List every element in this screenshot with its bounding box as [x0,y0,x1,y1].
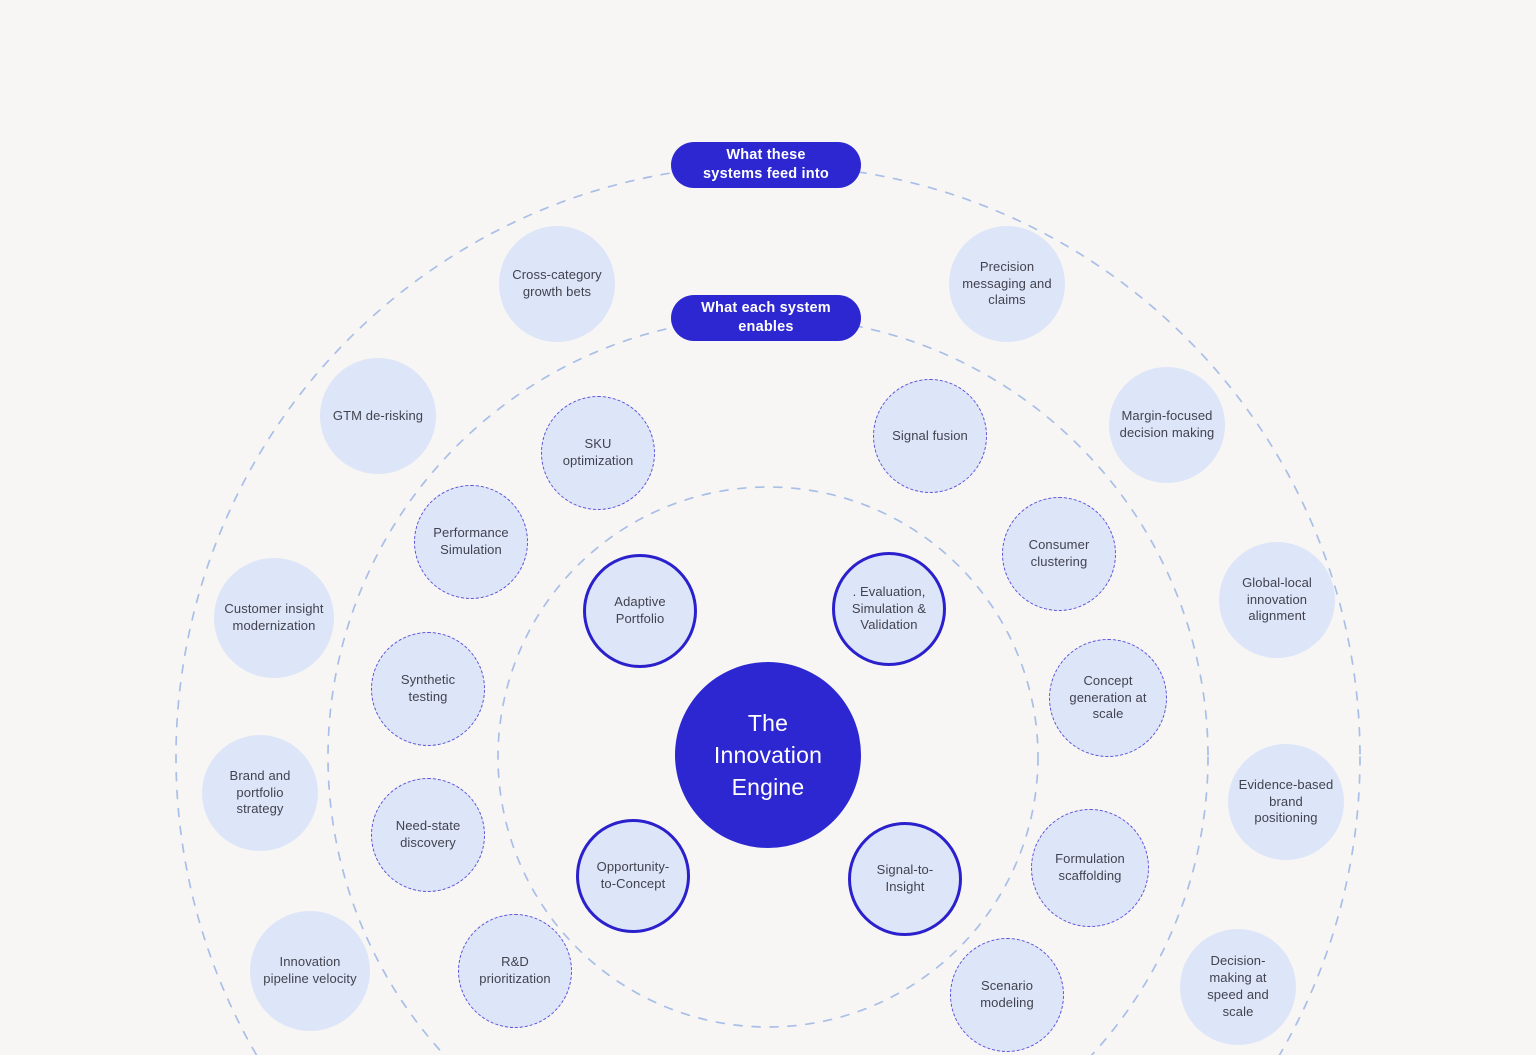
node-gtm-de-risking: GTM de-risking [320,358,436,474]
node-evaluation-simulation-validation: . Evaluation, Simulation & Validation [832,552,946,666]
node-innovation-pipeline-velocity: Innovation pipeline velocity [250,911,370,1031]
node-adaptive-portfolio: Adaptive Portfolio [583,554,697,668]
node-opportunity-to-concept: Opportunity-to-Concept [576,819,690,933]
node-evidence-based-brand-positioning: Evidence-based brand positioning [1228,744,1344,860]
node-need-state-discovery: Need-state discovery [371,778,485,892]
node-margin-focused-decision-making: Margin-focused decision making [1109,367,1225,483]
node-rd-prioritization: R&D prioritization [458,914,572,1028]
inner-dashed-ring [497,486,1039,1028]
node-formulation-scaffolding: Formulation scaffolding [1031,809,1149,927]
node-brand-and-portfolio-strategy: Brand and portfolio strategy [202,735,318,851]
node-performance-simulation: Performance Simulation [414,485,528,599]
node-concept-generation-at-scale: Concept generation at scale [1049,639,1167,757]
node-consumer-clustering: Consumer clustering [1002,497,1116,611]
node-decision-making-at-speed-and-scale: Decision-making at speed and scale [1180,929,1296,1045]
center-node-innovation-engine: The Innovation Engine [675,662,861,848]
middle-ring-label-pill: What each system enables [671,295,861,341]
node-sku-optimization: SKU optimization [541,396,655,510]
node-cross-category-growth-bets: Cross-category growth bets [499,226,615,342]
node-synthetic-testing: Synthetic testing [371,632,485,746]
node-customer-insight-modernization: Customer insight modernization [214,558,334,678]
node-global-local-innovation-alignment: Global-local innovation alignment [1219,542,1335,658]
node-signal-fusion: Signal fusion [873,379,987,493]
node-signal-to-insight: Signal-to-Insight [848,822,962,936]
node-scenario-modeling: Scenario modeling [950,938,1064,1052]
outer-ring-label-pill: What these systems feed into [671,142,861,188]
node-precision-messaging-and-claims: Precision messaging and claims [949,226,1065,342]
